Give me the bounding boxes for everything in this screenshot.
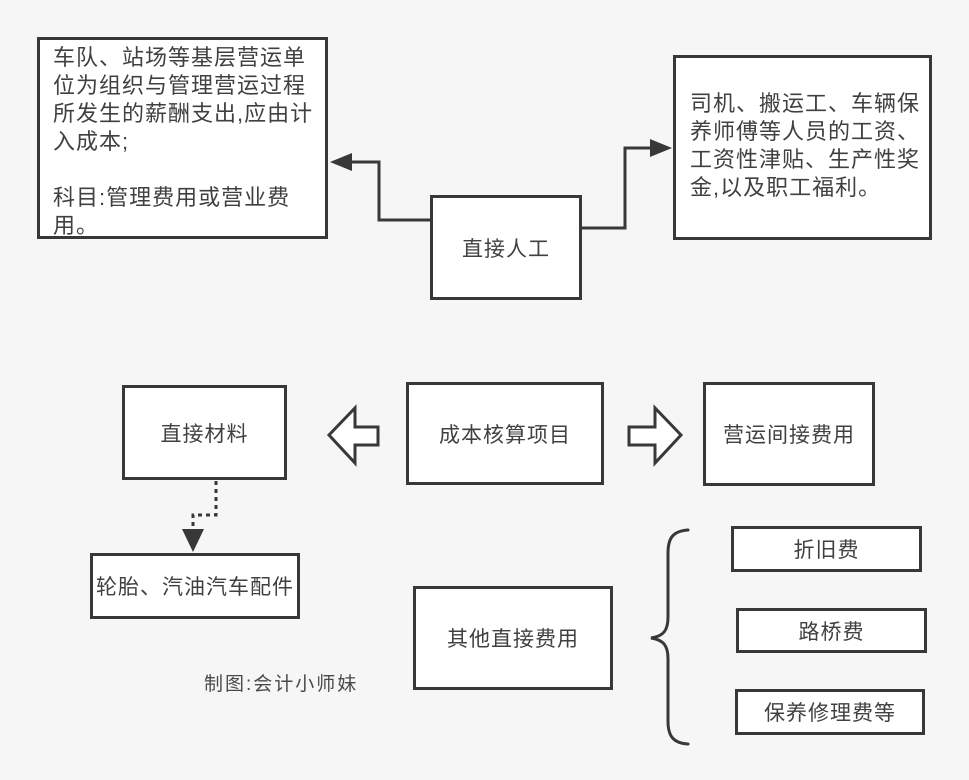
node-operating-indirect-cost: 营运间接费用 <box>703 382 875 486</box>
node-label: 折旧费 <box>793 539 860 562</box>
node-label: 成本核算项目 <box>439 423 571 447</box>
node-label: 营运间接费用 <box>723 424 855 447</box>
node-depreciation: 折旧费 <box>731 526 922 572</box>
node-direct-material: 直接材料 <box>122 385 287 480</box>
connector-material-to-tires-icon <box>182 481 218 552</box>
node-label: 路桥费 <box>798 620 865 644</box>
node-direct-labor: 直接人工 <box>430 195 582 300</box>
block-arrow-left-icon <box>326 404 380 467</box>
node-other-direct-cost: 其他直接费用 <box>413 586 613 690</box>
node-cost-accounting-items: 成本核算项目 <box>406 382 604 485</box>
node-label: 直接材料 <box>160 422 249 446</box>
node-label: 直接人工 <box>462 237 550 261</box>
curly-brace-icon <box>650 528 690 746</box>
node-label: 其他直接费用 <box>447 628 579 651</box>
connector-labor-to-right-note-icon <box>582 139 672 230</box>
note-box-worker-salary: 司机、搬运工、车辆保养师傅等人员的工资、工资性津贴、生产性奖金,以及职工福利。 <box>673 55 932 240</box>
note-paragraph: 科目:管理费用或营业费用。 <box>53 185 291 238</box>
node-label: 轮胎、汽油汽车配件 <box>96 576 294 599</box>
node-road-bridge-toll: 路桥费 <box>736 608 927 653</box>
node-label: 保养修理费等 <box>764 702 896 725</box>
caption-credit: 制图:会计小师妹 <box>204 674 359 695</box>
block-arrow-right-icon <box>627 404 684 467</box>
note-paragraph: 车队、站场等基层营运单位为组织与管理营运过程所发生的薪酬支出,应由计入成本; <box>53 45 314 154</box>
connector-labor-to-left-note-icon <box>330 153 430 222</box>
node-maintenance-repair: 保养修理费等 <box>735 689 925 735</box>
note-paragraph: 司机、搬运工、车辆保养师傅等人员的工资、工资性津贴、生产性奖金,以及职工福利。 <box>690 90 921 200</box>
node-tires-parts: 轮胎、汽油汽车配件 <box>90 553 300 619</box>
note-box-admin-salary: 车队、站场等基层营运单位为组织与管理营运过程所发生的薪酬支出,应由计入成本; 科… <box>37 37 328 239</box>
